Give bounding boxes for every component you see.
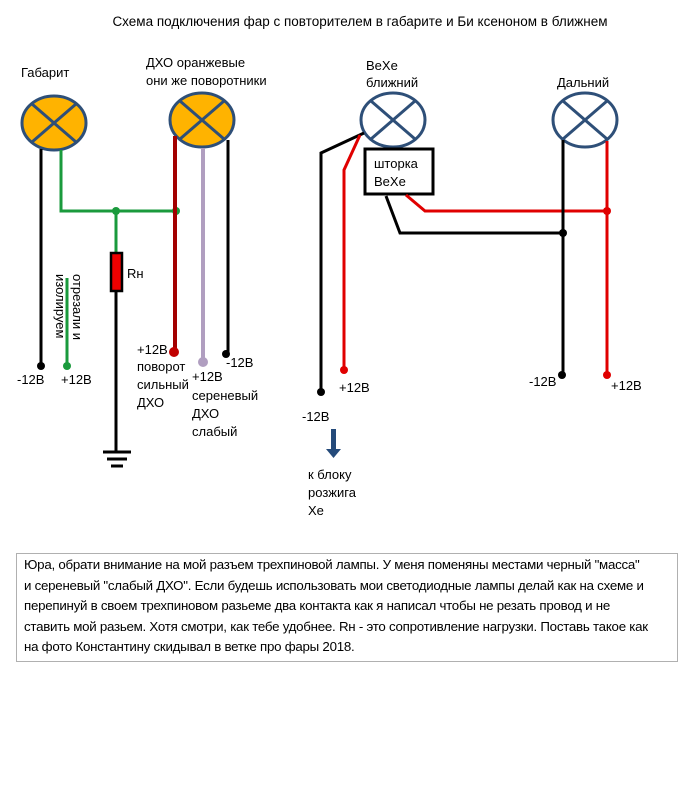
gabarit-green-wire	[59, 150, 176, 213]
dho-red-label-2: сильный	[137, 377, 189, 392]
bexe-positive-wire	[342, 134, 362, 370]
far-positive-terminal	[603, 371, 611, 379]
dho-red-label-3: ДХО	[137, 395, 164, 410]
bexe-lamp-icon	[359, 91, 427, 149]
dho-red-label-0: +12В	[137, 342, 168, 357]
far-negative-label: -12В	[529, 374, 556, 389]
wiring-diagram: Схема подключения фар с повторителем в г…	[17, 14, 642, 518]
gabarit-positive-label: +12В	[61, 372, 92, 387]
shutter-label-line2: BeXe	[374, 174, 406, 189]
dho-lamp-icon	[168, 91, 236, 149]
shutter-negative-wire	[384, 195, 563, 235]
note-line: ставить мой разьем. Хотя смотри, как теб…	[24, 618, 648, 634]
far-negative-terminal	[558, 371, 566, 379]
dho-black-terminal	[222, 350, 230, 358]
dho-lilac-label-1: сереневый	[192, 388, 258, 403]
far-label: Дальний	[557, 75, 609, 90]
bexe-negative-wire	[319, 131, 365, 392]
gabarit-positive-terminal	[63, 362, 71, 370]
shutter-box	[363, 147, 435, 196]
dho-label-line1: ДХО оранжевые	[146, 55, 245, 70]
dho-lilac-terminal	[198, 357, 208, 367]
arrow-down-icon	[326, 429, 341, 458]
junction-dot	[559, 229, 567, 237]
bexe-positive-label: +12В	[339, 380, 370, 395]
far-positive-label: +12В	[611, 378, 642, 393]
dho-lilac-label-0: +12В	[192, 369, 223, 384]
note-line: и сереневый "слабый ДХО". Если будешь ис…	[24, 577, 644, 593]
resistor-icon	[109, 251, 124, 293]
note-text: Юра, обрати внимание на мой разъем трехп…	[24, 555, 684, 658]
gabarit-negative-terminal	[37, 362, 45, 370]
shutter-positive-wire	[405, 193, 607, 213]
ground-icon	[103, 450, 131, 468]
gabarit-negative-label: -12В	[17, 372, 44, 387]
cut-note-line1: отрезали и	[70, 274, 85, 340]
dho-lilac-label-3: слабый	[192, 424, 237, 439]
ignition-label-1: розжига	[308, 485, 357, 500]
note-line: на фото Константину скидывал в ветке про…	[24, 639, 355, 654]
dho-black-label: -12В	[226, 355, 253, 370]
gabarit-lamp-icon	[20, 94, 88, 152]
dho-red-terminal	[169, 347, 179, 357]
dho-label-line2: они же поворотники	[146, 73, 267, 88]
ignition-label-0: к блоку	[308, 467, 352, 482]
shutter-label-line1: шторка	[374, 156, 419, 171]
bexe-label-line2: ближний	[366, 75, 418, 90]
bexe-positive-terminal	[340, 366, 348, 374]
far-lamp-icon	[551, 91, 619, 149]
diagram-title: Схема подключения фар с повторителем в г…	[112, 14, 607, 29]
note-line: Юра, обрати внимание на мой разъем трехп…	[24, 557, 640, 572]
junction-dot	[603, 207, 611, 215]
resistor-label: Rн	[127, 266, 144, 281]
gabarit-label: Габарит	[21, 65, 69, 80]
note-line: перепинуй в своем трехпиновом разьеме дв…	[24, 598, 610, 613]
bexe-negative-label: -12В	[302, 409, 329, 424]
note-box	[16, 553, 678, 662]
dho-red-label-1: поворот	[137, 359, 185, 374]
cut-note-line2: изолируем	[53, 274, 68, 339]
ignition-label-2: Xe	[308, 503, 324, 518]
bexe-negative-terminal	[317, 388, 325, 396]
dho-lilac-label-2: ДХО	[192, 406, 219, 421]
bexe-label-line1: BeXe	[366, 58, 398, 73]
